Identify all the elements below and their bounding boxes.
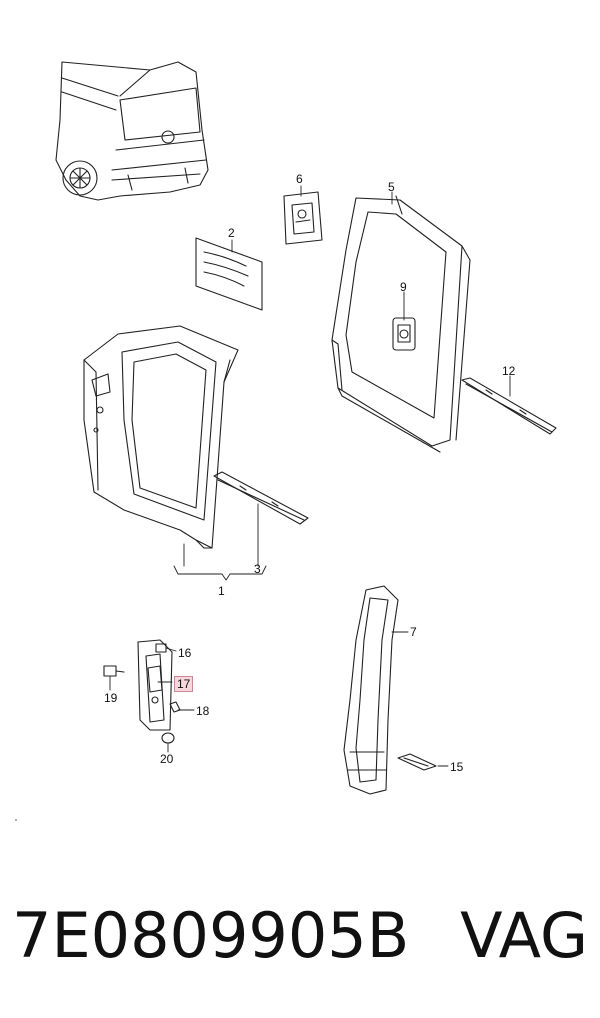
callout-15: 15 <box>450 760 464 774</box>
callout-17-highlighted: 17 <box>174 676 194 692</box>
part-15-shape <box>397 753 437 771</box>
leader-lines <box>109 185 511 767</box>
part-1-side-panel <box>83 325 239 549</box>
callout-6: 6 <box>296 172 303 186</box>
callout-1: 1 <box>218 584 225 598</box>
part-number: 7E0809905B <box>12 898 410 972</box>
part-12-shape <box>461 377 557 435</box>
part-number-footer: 7E0809905B VAG <box>12 890 588 980</box>
callout-2: 2 <box>228 226 235 240</box>
part-7-pillar <box>343 585 399 795</box>
callout-7: 7 <box>410 625 417 639</box>
callout-16: 16 <box>178 646 192 660</box>
callout-5: 5 <box>388 180 395 194</box>
part-2-shape <box>195 237 263 311</box>
part-3-shape <box>213 471 309 525</box>
callout-18: 18 <box>196 704 210 718</box>
stray-dot <box>15 819 17 821</box>
callout-3: 3 <box>254 562 261 576</box>
callout-12: 12 <box>502 364 516 378</box>
brand-name: VAG <box>460 898 588 972</box>
van-illustration <box>55 61 209 201</box>
part-6-shape <box>283 191 323 245</box>
callout-9: 9 <box>400 280 407 294</box>
parts-diagram <box>15 61 557 821</box>
callout-20: 20 <box>160 752 174 766</box>
callout-19: 19 <box>104 691 118 705</box>
part-5-door-frame <box>331 195 471 453</box>
